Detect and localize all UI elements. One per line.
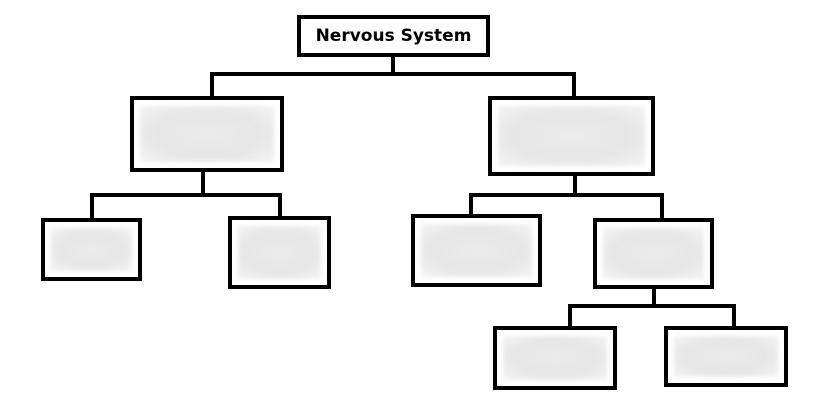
node-right-left[interactable] <box>411 214 542 287</box>
connector-right-subbranch <box>568 287 736 328</box>
node-right-branch[interactable] <box>488 96 655 176</box>
node-right-right-left[interactable] <box>493 326 617 390</box>
blank-label-area <box>51 228 132 271</box>
node-left-right[interactable] <box>228 216 331 289</box>
connector-right-branch <box>469 174 664 220</box>
blank-label-area <box>498 106 645 166</box>
blank-label-area <box>503 336 607 380</box>
blank-label-area <box>140 106 274 162</box>
blank-label-area <box>674 336 778 377</box>
blank-label-area <box>421 224 532 277</box>
node-root: Nervous System <box>297 15 490 57</box>
blank-label-area <box>603 228 704 279</box>
node-right-right-right[interactable] <box>664 326 788 387</box>
node-left-branch[interactable] <box>130 96 284 172</box>
node-root-label: Nervous System <box>315 26 472 46</box>
node-right-right[interactable] <box>593 218 714 289</box>
connector-root <box>210 55 576 98</box>
connector-left-branch <box>90 170 282 220</box>
node-left-left[interactable] <box>41 218 142 281</box>
blank-label-area <box>238 226 321 279</box>
